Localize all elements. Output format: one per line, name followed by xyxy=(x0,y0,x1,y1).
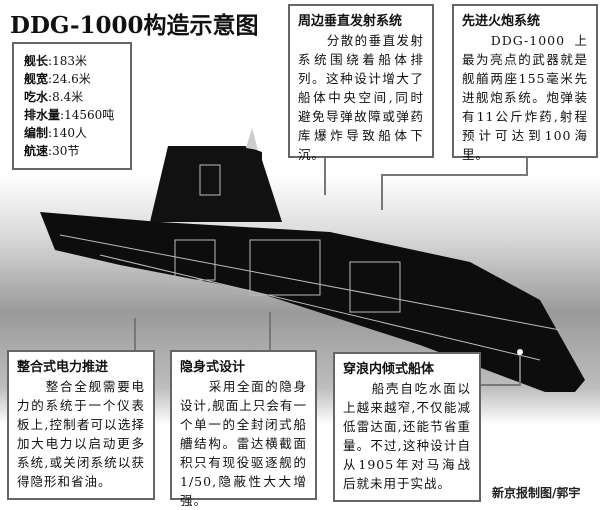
spec-row: 编制:140人 xyxy=(24,126,87,140)
callout-text: 采用全面的隐身设计,舰面上只会有一个单一的全封闭式船艚结构。雷达横截面积只有现役… xyxy=(180,379,307,508)
page-title: DDG-1000构造示意图 xyxy=(10,12,259,39)
spec-row: 舰宽:24.6米 xyxy=(24,72,91,86)
callout-gun: 先进火炮系统 DDG-1000上最为亮点的武器就是舰艏两座155毫米先进舰炮系统… xyxy=(452,4,598,162)
credit: 新京报制图/郭宇 xyxy=(492,486,581,500)
ship-mast xyxy=(246,128,258,150)
callout-stealth: 隐身式设计 采用全面的隐身设计,舰面上只会有一个单一的全封闭式船艚结构。雷达横截… xyxy=(170,350,317,508)
callout-heading: 周边垂直发射系统 xyxy=(298,14,403,29)
spec-row: 排水量:14560吨 xyxy=(24,108,115,122)
callout-text: 整合全舰需要电力的系统于一个仪表板上,控制者可以选择加大电力以启动更多系统,或关… xyxy=(17,379,145,489)
spec-row: 航速:30节 xyxy=(24,144,80,158)
ship-details xyxy=(59,164,561,361)
callout-heading: 穿浪内倾式船体 xyxy=(343,362,435,377)
callout-vls: 周边垂直发射系统 分散的垂直发射系统围绕着船体排列。这种设计增大了船体中央空间,… xyxy=(288,4,434,162)
callout-heading: 先进火炮系统 xyxy=(462,14,541,29)
spec-row: 吃水:8.4米 xyxy=(24,90,84,104)
callout-text: 船壳自吃水面以上越来越窄,不仅能减低雷达面,还能节省重量。不过,这种设计自从19… xyxy=(343,381,471,491)
callout-hull: 穿浪内倾式船体 船壳自吃水面以上越来越窄,不仅能减低雷达面,还能节省重量。不过,… xyxy=(333,352,481,502)
callout-text: DDG-1000上最为亮点的武器就是舰艏两座155毫米先进舰炮系统。炮弹装有11… xyxy=(462,33,588,162)
callout-heading: 隐身式设计 xyxy=(180,360,246,375)
ship-deckhouse xyxy=(150,146,282,222)
spec-row: 舰长:183米 xyxy=(24,54,87,68)
callout-heading: 整合式电力推进 xyxy=(17,360,109,375)
callout-power: 整合式电力推进 整合全舰需要电力的系统于一个仪表板上,控制者可以选择加大电力以启… xyxy=(7,350,155,500)
callout-text: 分散的垂直发射系统围绕着船体排列。这种设计增大了船体中央空间,同时避免导弹故障或… xyxy=(298,33,424,162)
specs-box: 舰长:183米 舰宽:24.6米 吃水:8.4米 排水量:14560吨 编制:1… xyxy=(12,42,132,170)
